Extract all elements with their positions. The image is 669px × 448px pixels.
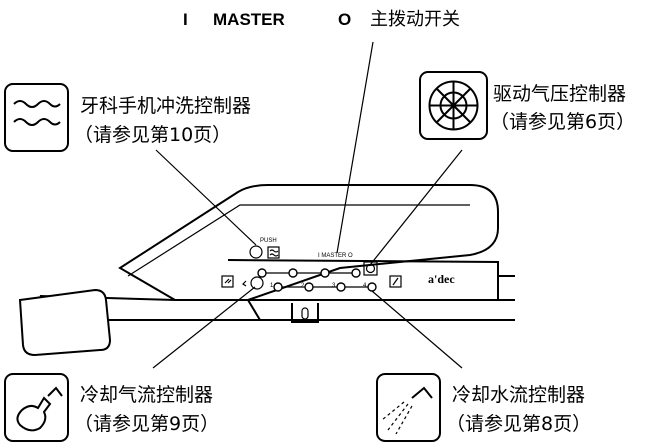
flush-ref: （请参见第10页） [74, 124, 231, 146]
position-2: 2 [301, 283, 305, 289]
coolant-water-title: 冷却水流控制器 [452, 384, 585, 406]
master-switch-description: 主拨动开关 [370, 9, 460, 30]
callout-drive-air: 驱动气压控制器 （请参见第6页） [419, 71, 635, 140]
water-waves-icon-box [4, 83, 69, 152]
panel-master-label: I MASTER O [318, 253, 353, 259]
brand-logo: a'dec [428, 272, 455, 286]
position-3: 3 [332, 283, 336, 289]
water-waves-icon [13, 100, 61, 126]
panel-turbine-icon [363, 261, 378, 276]
callout-coolant-air: 冷却气流控制器 （请参见第9页） [4, 373, 219, 442]
leader-master [336, 41, 374, 254]
drive-air-title: 驱动气压控制器 [493, 83, 626, 105]
callout-coolant-water: 冷却水流控制器 （请参见第8页） [376, 373, 591, 442]
master-on-symbol: I [183, 10, 188, 29]
air-spray-icon-box [4, 373, 69, 442]
control-head-body [18, 184, 515, 357]
turbine-wheel-icon [428, 80, 479, 131]
master-label: MASTER [213, 10, 285, 29]
water-spray-icon-box [376, 373, 441, 442]
position-4: 4 [363, 283, 367, 289]
position-1: 1 [270, 283, 274, 289]
leader-coolant-air [152, 286, 256, 369]
leader-coolant-water [371, 290, 463, 369]
coolant-air-ref: （请参见第9页） [74, 413, 219, 435]
flush-title: 牙科手机冲洗控制器 [80, 95, 251, 117]
leader-lines [152, 41, 463, 369]
turbine-wheel-icon-box [419, 71, 488, 140]
air-spray-handpiece-icon [16, 386, 63, 432]
coolant-air-knob[interactable] [250, 276, 264, 290]
panel-air-icon [221, 275, 234, 288]
flush-push-button[interactable] [249, 245, 263, 259]
panel-waves-icon [267, 246, 280, 259]
coolant-water-ref: （请参见第8页） [446, 413, 591, 435]
panel-water-icon [389, 275, 402, 288]
drive-air-ref: （请参见第6页） [490, 111, 635, 133]
master-off-symbol: O [338, 10, 351, 29]
callout-handpiece-flush: 牙科手机冲洗控制器 （请参见第10页） [4, 83, 251, 152]
leader-flush [155, 149, 257, 246]
coolant-air-title: 冷却气流控制器 [80, 384, 213, 406]
control-panel: PUSH I MASTER O a'dec 1 2 3 [221, 238, 455, 292]
leader-drive-air [369, 149, 463, 266]
water-spray-handpiece-icon [381, 386, 433, 435]
push-label: PUSH [260, 238, 277, 244]
